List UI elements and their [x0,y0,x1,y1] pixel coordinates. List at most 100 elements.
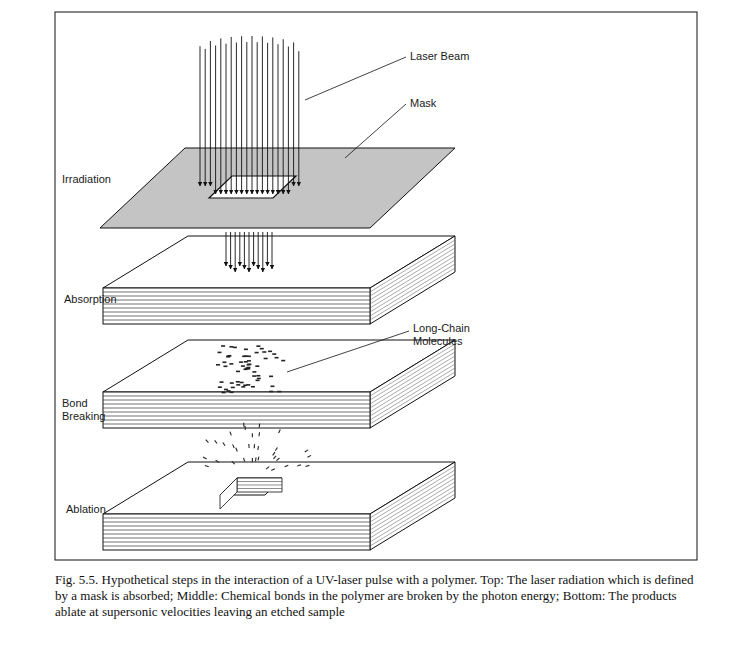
polymer-layer [103,304,370,305]
bond-fragment [231,387,235,389]
bond-fragment [252,375,256,377]
polymer-layer [370,360,455,412]
beam-ray [288,47,289,194]
debris-fragment [243,458,244,462]
bond-fragment [227,390,231,392]
bond-fragment [281,360,285,362]
polymer-layer [103,546,370,547]
beam-ray [272,232,273,269]
beam-ray [278,44,279,194]
bond-fragment [275,357,279,359]
polymer-layer [370,372,455,424]
bond-fragment [256,345,260,347]
bond-fragment [220,381,224,383]
polymer-layer [370,364,455,416]
polymer-layer [370,260,455,312]
beam-ray [257,42,258,194]
debris-fragment [307,455,311,457]
figure-frame [55,12,697,560]
debris-fragment [252,458,253,462]
figure-caption: Fig. 5.5. Hypothetical steps in the inte… [55,572,700,620]
laser-beam [200,36,299,194]
bond-fragment [233,347,237,349]
debris-fragment [203,457,207,459]
bond-fragment [246,367,250,369]
debris-fragment [230,432,231,436]
bond-fragment [222,392,226,394]
bond-fragment [255,352,259,354]
bond-fragment [272,353,276,355]
beam-ray [272,37,273,194]
bond-fragment [255,365,259,367]
bond-fragment [241,386,245,388]
beam-ray [246,42,247,194]
bond-fragment [269,391,273,393]
polymer-layer [370,486,455,538]
bond-fragment [257,378,261,380]
part-label: Irradiation [62,173,111,186]
debris-fragment [244,426,246,430]
leader-line [305,57,406,100]
bond-fragment [270,385,274,387]
bond-fragment [252,371,256,373]
debris-fragment [205,466,209,467]
bond-fragment [240,382,244,384]
beam-ray [258,232,259,269]
part-label: Bond Breaking [62,397,120,423]
beam-ray [220,38,221,194]
debris-fragment [243,423,245,427]
polymer-layer [370,244,455,296]
bond-fragment [236,381,240,383]
beam-ray [253,232,254,266]
beam-ray [241,36,242,194]
debris-fragment [271,469,275,471]
polymer-layer [103,308,370,309]
broken-bonds [216,346,285,393]
bond-fragment [260,348,264,350]
debris-fragment [236,448,238,452]
pit-layer [237,485,282,486]
bond-fragment [246,384,250,386]
debris-fragment [279,429,281,433]
bond-fragment [244,349,248,351]
bond-fragment [268,351,272,353]
etched-pit [220,478,282,509]
debris-fragment [259,424,261,428]
polymer-layer [370,490,455,542]
polymer-layer [370,240,455,292]
polymer-layer [103,292,370,293]
slab-front [103,288,370,324]
polymer-layer [370,248,455,300]
bond-fragment [251,386,255,388]
slab-side [370,340,455,428]
polymer-layer [103,320,370,321]
bond-fragment [277,391,281,393]
beam-ray [267,232,268,266]
polymer-layer [103,518,370,519]
polymer-layer [103,424,370,425]
bond-fragment [230,382,234,384]
debris-fragment [233,444,235,448]
polymer-layer [103,316,370,317]
polymer-layer [103,530,370,531]
beam-ray [262,232,263,272]
beam-ray [200,46,201,186]
debris-fragment [276,458,279,461]
bond-fragment [247,364,251,366]
polymer-layer [370,470,455,522]
bond-fragment [223,366,227,368]
beam-ray [249,232,250,272]
polymer-layer [103,420,370,421]
bond-fragment [226,356,230,358]
bond-fragment [222,361,226,363]
beam-ray [205,49,206,186]
slab-side [370,236,455,324]
bond-fragment [230,392,234,394]
polymer-layer [370,466,455,518]
polymer-layer [103,300,370,301]
debris-fragment [266,467,269,470]
leader-lines [287,57,409,372]
bond-fragment [218,386,222,388]
bond-fragment [256,375,260,377]
polymer-layer [370,478,455,530]
